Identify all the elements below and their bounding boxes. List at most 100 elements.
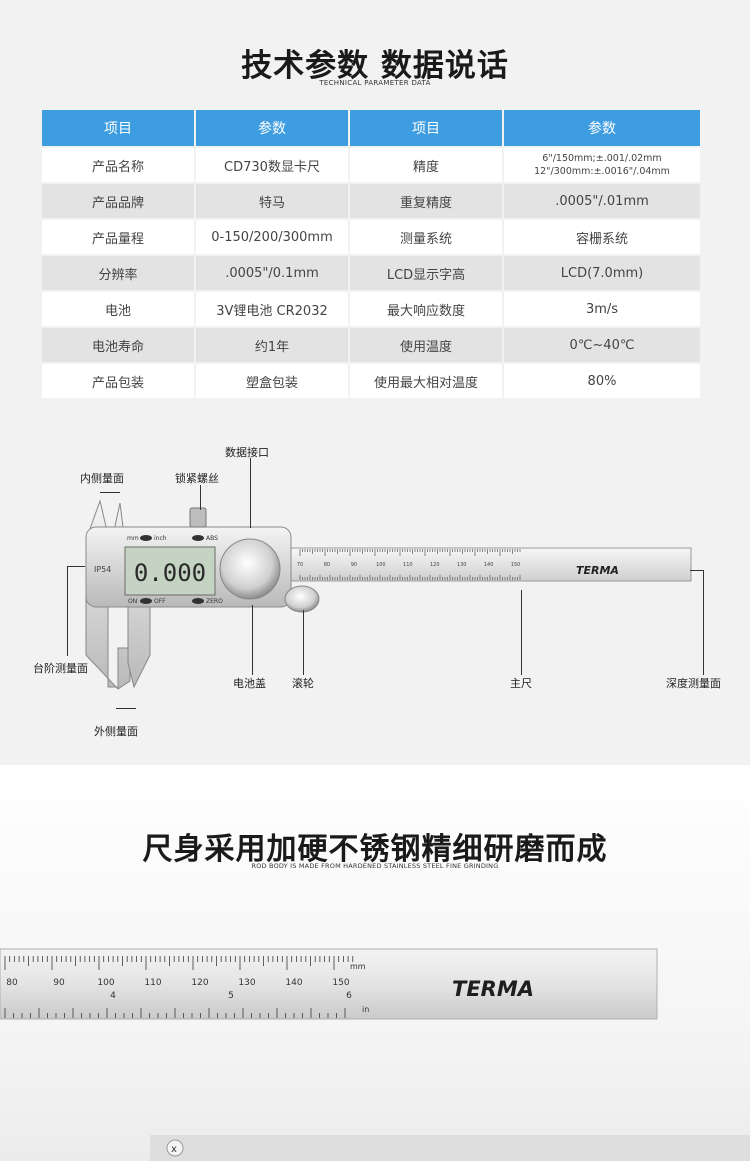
table-cell: 容栅系统 xyxy=(504,220,700,254)
main-scale-ticks xyxy=(299,549,521,580)
leader-line xyxy=(67,566,85,567)
table-cell: 分辨率 xyxy=(42,256,194,290)
diagram-brand-logo: TERMA xyxy=(576,564,619,577)
table-cell: 产品包装 xyxy=(42,364,194,398)
leader-line xyxy=(100,492,120,493)
table-header: 参数 xyxy=(504,110,700,146)
table-header-row: 项目 参数 项目 参数 xyxy=(42,110,700,146)
label-outer-face: 外侧量面 xyxy=(94,725,138,738)
zero-button[interactable] xyxy=(192,598,204,604)
ruler-in-label: 5 xyxy=(228,991,234,1001)
table-cell: .0005"/.01mm xyxy=(504,184,700,218)
leader-line xyxy=(690,570,704,571)
scale-tick-label: 100 xyxy=(376,562,386,568)
ruler-mm-label: 80 xyxy=(6,978,18,988)
ruler-bottom-edge: x xyxy=(150,1135,750,1161)
table-cell: 电池寿命 xyxy=(42,328,194,362)
leader-line xyxy=(521,590,522,675)
table-header: 参数 xyxy=(196,110,348,146)
ruler-mm-label: 120 xyxy=(191,978,208,988)
table-cell: 最大响应数度 xyxy=(350,292,502,326)
mm-label: mm xyxy=(127,535,139,542)
table-header: 项目 xyxy=(350,110,502,146)
on-off-button[interactable] xyxy=(140,598,152,604)
ruler-in-unit: in xyxy=(362,1005,369,1014)
table-cell: 80% xyxy=(504,364,700,398)
table-cell: 测量系统 xyxy=(350,220,502,254)
main-bar xyxy=(284,547,692,582)
table-cell: 精度 xyxy=(350,148,502,182)
leader-line xyxy=(703,570,704,675)
label-battery-cover: 电池盖 xyxy=(233,677,266,690)
lcd-display-value: 0.000 xyxy=(134,559,206,587)
page-subtitle: TECHNICAL PARAMETER DATA xyxy=(319,79,431,87)
abs-label: ABS xyxy=(206,535,218,542)
label-step-face: 台阶测量面 xyxy=(33,662,88,675)
ruler-mm-label: 110 xyxy=(144,978,161,988)
table-cell: LCD(7.0mm) xyxy=(504,256,700,290)
section-subtitle: ROD BODY IS MADE FROM HARDENED STAINLESS… xyxy=(251,862,499,870)
main-scale-labels: 70 80 90 100 110 120 130 140 150 xyxy=(297,562,521,568)
section-title: 尺身采用加硬不锈钢精细研磨而成 xyxy=(142,832,608,867)
table-cell: 重复精度 xyxy=(350,184,502,218)
label-data-port: 数据接口 xyxy=(225,446,269,459)
table-cell: 3m/s xyxy=(504,292,700,326)
ruler-mm-label: 90 xyxy=(53,978,65,988)
table-row: 产品量程 0-150/200/300mm 测量系统 容栅系统 xyxy=(42,220,700,254)
corner-mark: x xyxy=(171,1144,177,1155)
lcd-screen xyxy=(124,546,216,596)
table-cell: 3V锂电池 CR2032 xyxy=(196,292,348,326)
precision-line-2: 12"/300mm:±.0016"/.04mm xyxy=(534,166,670,177)
table-row: 电池寿命 约1年 使用温度 0℃~40℃ xyxy=(42,328,700,362)
abs-button[interactable] xyxy=(192,535,204,541)
table-cell: 产品量程 xyxy=(42,220,194,254)
scale-tick-label: 150 xyxy=(511,562,521,568)
off-label: OFF xyxy=(154,598,166,605)
scale-tick-label: 140 xyxy=(484,562,494,568)
scale-tick-label: 80 xyxy=(324,562,330,568)
table-cell: 特马 xyxy=(196,184,348,218)
thumb-roller[interactable] xyxy=(284,585,320,613)
scale-tick-label: 90 xyxy=(351,562,357,568)
spec-table: 项目 参数 项目 参数 产品名称 CD730数显卡尺 精度 6"/150mm;±… xyxy=(40,108,702,400)
on-label: ON xyxy=(128,598,137,605)
scale-tick-label: 110 xyxy=(403,562,413,568)
battery-cover[interactable] xyxy=(219,538,281,600)
ruler-mm-unit: mm xyxy=(350,962,366,971)
label-lock-screw: 锁紧螺丝 xyxy=(175,472,219,485)
ruler-brand-logo: TERMA xyxy=(452,977,534,1001)
zero-label: ZERO xyxy=(206,598,223,605)
leader-line xyxy=(116,708,136,709)
ruler-in-label: 4 xyxy=(110,991,116,1001)
ruler-mm-label: 150 xyxy=(332,978,349,988)
label-main-scale: 主尺 xyxy=(510,677,532,690)
table-cell: 0-150/200/300mm xyxy=(196,220,348,254)
ruler-ticks xyxy=(4,956,354,1018)
ruler-mm-label: 140 xyxy=(285,978,302,988)
table-cell: 6"/150mm;±.001/.02mm 12"/300mm:±.0016"/.0… xyxy=(504,148,700,182)
table-row: 分辨率 .0005"/0.1mm LCD显示字高 LCD(7.0mm) xyxy=(42,256,700,290)
leader-line xyxy=(200,485,201,510)
table-row: 产品品牌 特马 重复精度 .0005"/.01mm xyxy=(42,184,700,218)
leader-line xyxy=(303,610,304,675)
precision-line-1: 6"/150mm;±.001/.02mm xyxy=(542,153,662,164)
scale-tick-label: 130 xyxy=(457,562,467,568)
table-cell: 电池 xyxy=(42,292,194,326)
ruler-mm-label: 100 xyxy=(97,978,114,988)
scale-tick-label: 70 xyxy=(297,562,303,568)
ruler-in-label: 6 xyxy=(346,991,352,1001)
table-cell: 产品品牌 xyxy=(42,184,194,218)
table-cell: LCD显示字高 xyxy=(350,256,502,290)
scale-tick-label: 120 xyxy=(430,562,440,568)
mm-inch-button[interactable] xyxy=(140,535,152,541)
table-row: 电池 3V锂电池 CR2032 最大响应数度 3m/s xyxy=(42,292,700,326)
table-header: 项目 xyxy=(42,110,194,146)
lock-screw[interactable] xyxy=(189,507,207,528)
table-cell: CD730数显卡尺 xyxy=(196,148,348,182)
table-cell: 使用温度 xyxy=(350,328,502,362)
leader-line xyxy=(250,458,251,528)
